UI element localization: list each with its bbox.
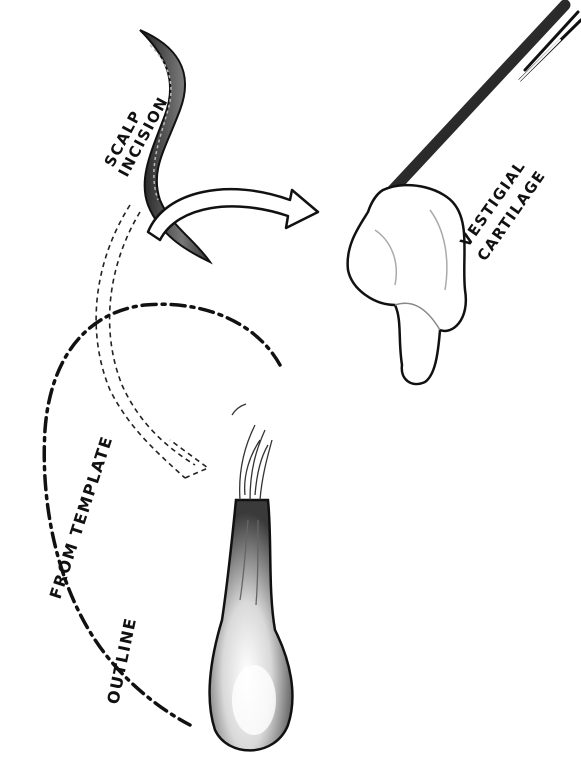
ear-lobule [210,404,293,750]
label-from-template: FROM TEMPLATE [46,433,117,601]
vestigial-cartilage [348,185,466,384]
forceps-icon [388,5,581,195]
